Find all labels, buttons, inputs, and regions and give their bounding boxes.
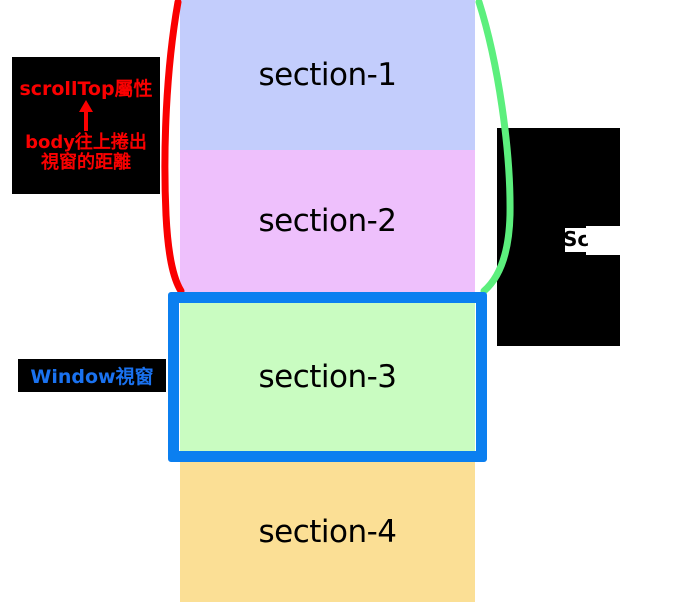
document-height-caption-text: Sc [565, 228, 590, 251]
section-4-label: section-4 [258, 514, 397, 550]
section-4-block: section-4 [180, 462, 475, 602]
section-3-label: section-3 [258, 359, 397, 395]
window-annotation: Window視窗 [18, 359, 166, 392]
scrolltop-property-label: scrollTop屬性 [19, 77, 153, 100]
upward-arrow-icon [12, 99, 160, 133]
caption-occluder-bottom [586, 246, 660, 255]
section-3-block: section-3 [180, 292, 475, 462]
section-1-label: section-1 [258, 57, 397, 93]
section-2-label: section-2 [258, 203, 397, 239]
scrolled-out-brace-icon [161, 0, 185, 295]
section-2-block: section-2 [180, 150, 475, 292]
window-annotation-label: Window視窗 [30, 366, 154, 388]
section-1-block: section-1 [180, 0, 475, 150]
scrolltop-description-line-2: 視窗的距離 [41, 151, 131, 173]
scrolltop-annotation: scrollTop屬性 body往上捲出 視窗的距離 [12, 57, 160, 194]
caption-occluder-top [586, 226, 660, 239]
scrolltop-description-line-1: body往上捲出 [25, 132, 147, 154]
